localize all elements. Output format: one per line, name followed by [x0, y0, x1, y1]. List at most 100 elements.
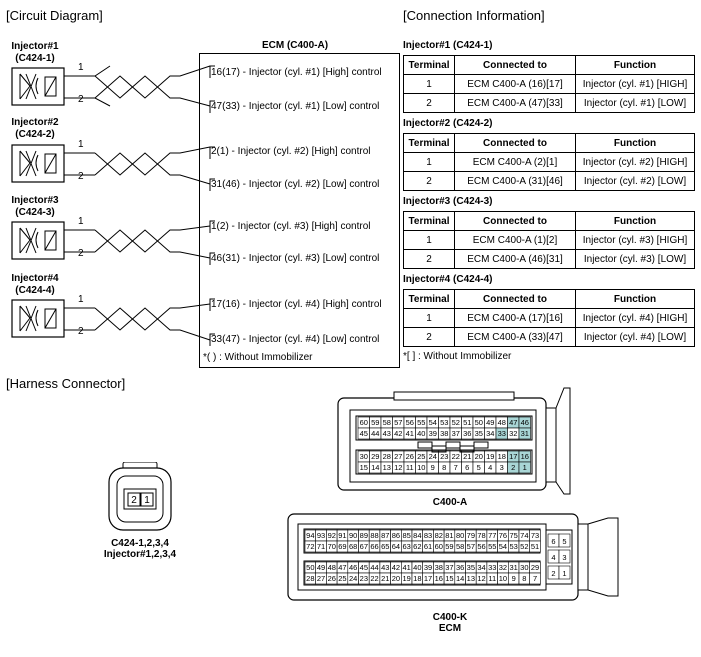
injector-1-label: Injector#1 (C424-1) — [5, 41, 65, 65]
c400a-top-block — [355, 415, 533, 441]
injector-2-label: Injector#2 (C424-2) — [5, 117, 65, 141]
c400a-pin: 3 — [500, 463, 504, 472]
c400k-pin: 27 — [317, 574, 325, 583]
c400k-pin: 47 — [338, 563, 346, 572]
c400k-side-pin: 2 — [551, 569, 555, 578]
c400k-side-pin: 5 — [562, 537, 566, 546]
c400a-pin: 52 — [452, 418, 460, 427]
circuit-immobilizer-note: *( ) : Without Immobilizer — [203, 352, 313, 363]
c400a-pin: 32 — [509, 429, 517, 438]
col-terminal: Terminal — [403, 133, 455, 153]
c400k-pin: 56 — [477, 542, 485, 551]
cell-function: Injector (cyl. #2) [LOW] — [575, 171, 695, 191]
c400k-side-pin: 4 — [551, 553, 555, 562]
c400k-pin-cell — [529, 572, 541, 585]
c400k-pin: 13 — [467, 574, 475, 583]
cell-connected: ECM C400-A (31)[46] — [454, 171, 576, 191]
ecm-pin-inj1-high: 16(17) - Injector (cyl. #1) [High] contr… — [211, 67, 382, 78]
injector-3-connector: (C424-3) — [15, 207, 55, 218]
c400k-caption: C400-K ECM — [400, 612, 500, 634]
c400a-pin: 18 — [498, 452, 506, 461]
c400k-pin: 76 — [499, 531, 507, 540]
ecm-box — [199, 53, 400, 368]
table-2-title: Injector#2 (C424-2) — [403, 118, 493, 129]
cell-function: Injector (cyl. #2) [HIGH] — [575, 152, 695, 172]
col-function: Function — [575, 289, 695, 309]
c400k-pin: 15 — [445, 574, 453, 583]
c400a-pin-cell — [518, 461, 531, 474]
c400k-pin: 52 — [520, 542, 528, 551]
col-terminal: Terminal — [403, 289, 455, 309]
col-function: Function — [575, 133, 695, 153]
c400k-pin: 61 — [424, 542, 432, 551]
c400k-pin: 57 — [467, 542, 475, 551]
c400k-pin: 50 — [306, 563, 314, 572]
c400k-pin: 28 — [306, 574, 314, 583]
c400a-pin: 9 — [431, 463, 435, 472]
ecm-title: ECM (C400-A) — [261, 40, 329, 51]
injector-1-wire-1 — [64, 65, 111, 77]
injector-2-terminal-2: 2 — [78, 171, 84, 182]
c400k-pin: 31 — [509, 563, 517, 572]
cell-connected: ECM C400-A (1)[2] — [454, 230, 576, 250]
c400k-pin: 30 — [520, 563, 528, 572]
c400k-pin: 39 — [424, 563, 432, 572]
c400k-pin: 35 — [467, 563, 475, 572]
c400k-pin: 62 — [413, 542, 421, 551]
cell-connected: ECM C400-A (46)[31] — [454, 249, 576, 269]
table-3-title: Injector#3 (C424-3) — [403, 196, 493, 207]
c400k-pin: 88 — [370, 531, 378, 540]
c400k-pin: 84 — [413, 531, 421, 540]
c400k-pin: 21 — [381, 574, 389, 583]
cell-function: Injector (cyl. #3) [HIGH] — [575, 230, 695, 250]
injector-1-terminal-2: 2 — [78, 94, 84, 105]
c400a-pin: 12 — [394, 463, 402, 472]
injector-1-terminal-1: 1 — [78, 62, 84, 73]
c400a-pin: 30 — [360, 452, 368, 461]
c400k-pin: 80 — [456, 531, 464, 540]
cell-connected: ECM C400-A (33)[47] — [454, 327, 576, 347]
c400a-pin: 51 — [463, 418, 471, 427]
c400a-pin: 20 — [475, 452, 483, 461]
c400a-pin: 59 — [371, 418, 379, 427]
injector-2-symbol — [11, 144, 65, 183]
c400a-pin: 42 — [394, 429, 402, 438]
c400k-pin: 17 — [424, 574, 432, 583]
c400k-pin: 18 — [413, 574, 421, 583]
c400a-pin: 1 — [523, 463, 527, 472]
c400k-pin: 51 — [531, 542, 539, 551]
table-1-title: Injector#1 (C424-1) — [403, 40, 493, 51]
c400k-pin: 14 — [456, 574, 464, 583]
c400k-pin: 69 — [338, 542, 346, 551]
cell-connected: ECM C400-A (16)[17] — [454, 74, 576, 94]
c400k-pin: 91 — [338, 531, 346, 540]
c400a-pin: 10 — [417, 463, 425, 472]
c400a-pin: 33 — [498, 429, 506, 438]
injector-2-name: Injector#2 — [11, 117, 59, 128]
c400k-pin: 65 — [381, 542, 389, 551]
col-terminal: Terminal — [403, 55, 455, 75]
ecm-pin-inj2-low: 31(46) - Injector (cyl. #2) [Low] contro… — [211, 179, 380, 190]
injector-3-terminal-2: 2 — [78, 248, 84, 259]
c400a-pin: 48 — [498, 418, 506, 427]
injector-3-symbol — [11, 221, 65, 260]
c400a-pin: 47 — [509, 418, 517, 427]
c400k-pin: 8 — [522, 574, 526, 583]
col-connected-to: Connected to — [454, 55, 576, 75]
c400k-side-pin: 3 — [562, 553, 566, 562]
c400a-pin-cell — [518, 427, 531, 440]
c400k-id: C400-K — [432, 612, 468, 623]
cell-terminal: 2 — [403, 327, 455, 347]
c400k-pin: 24 — [349, 574, 357, 583]
injector-3-label: Injector#3 (C424-3) — [5, 195, 65, 219]
injector-4-name: Injector#4 — [11, 273, 59, 284]
cell-function: Injector (cyl. #3) [LOW] — [575, 249, 695, 269]
